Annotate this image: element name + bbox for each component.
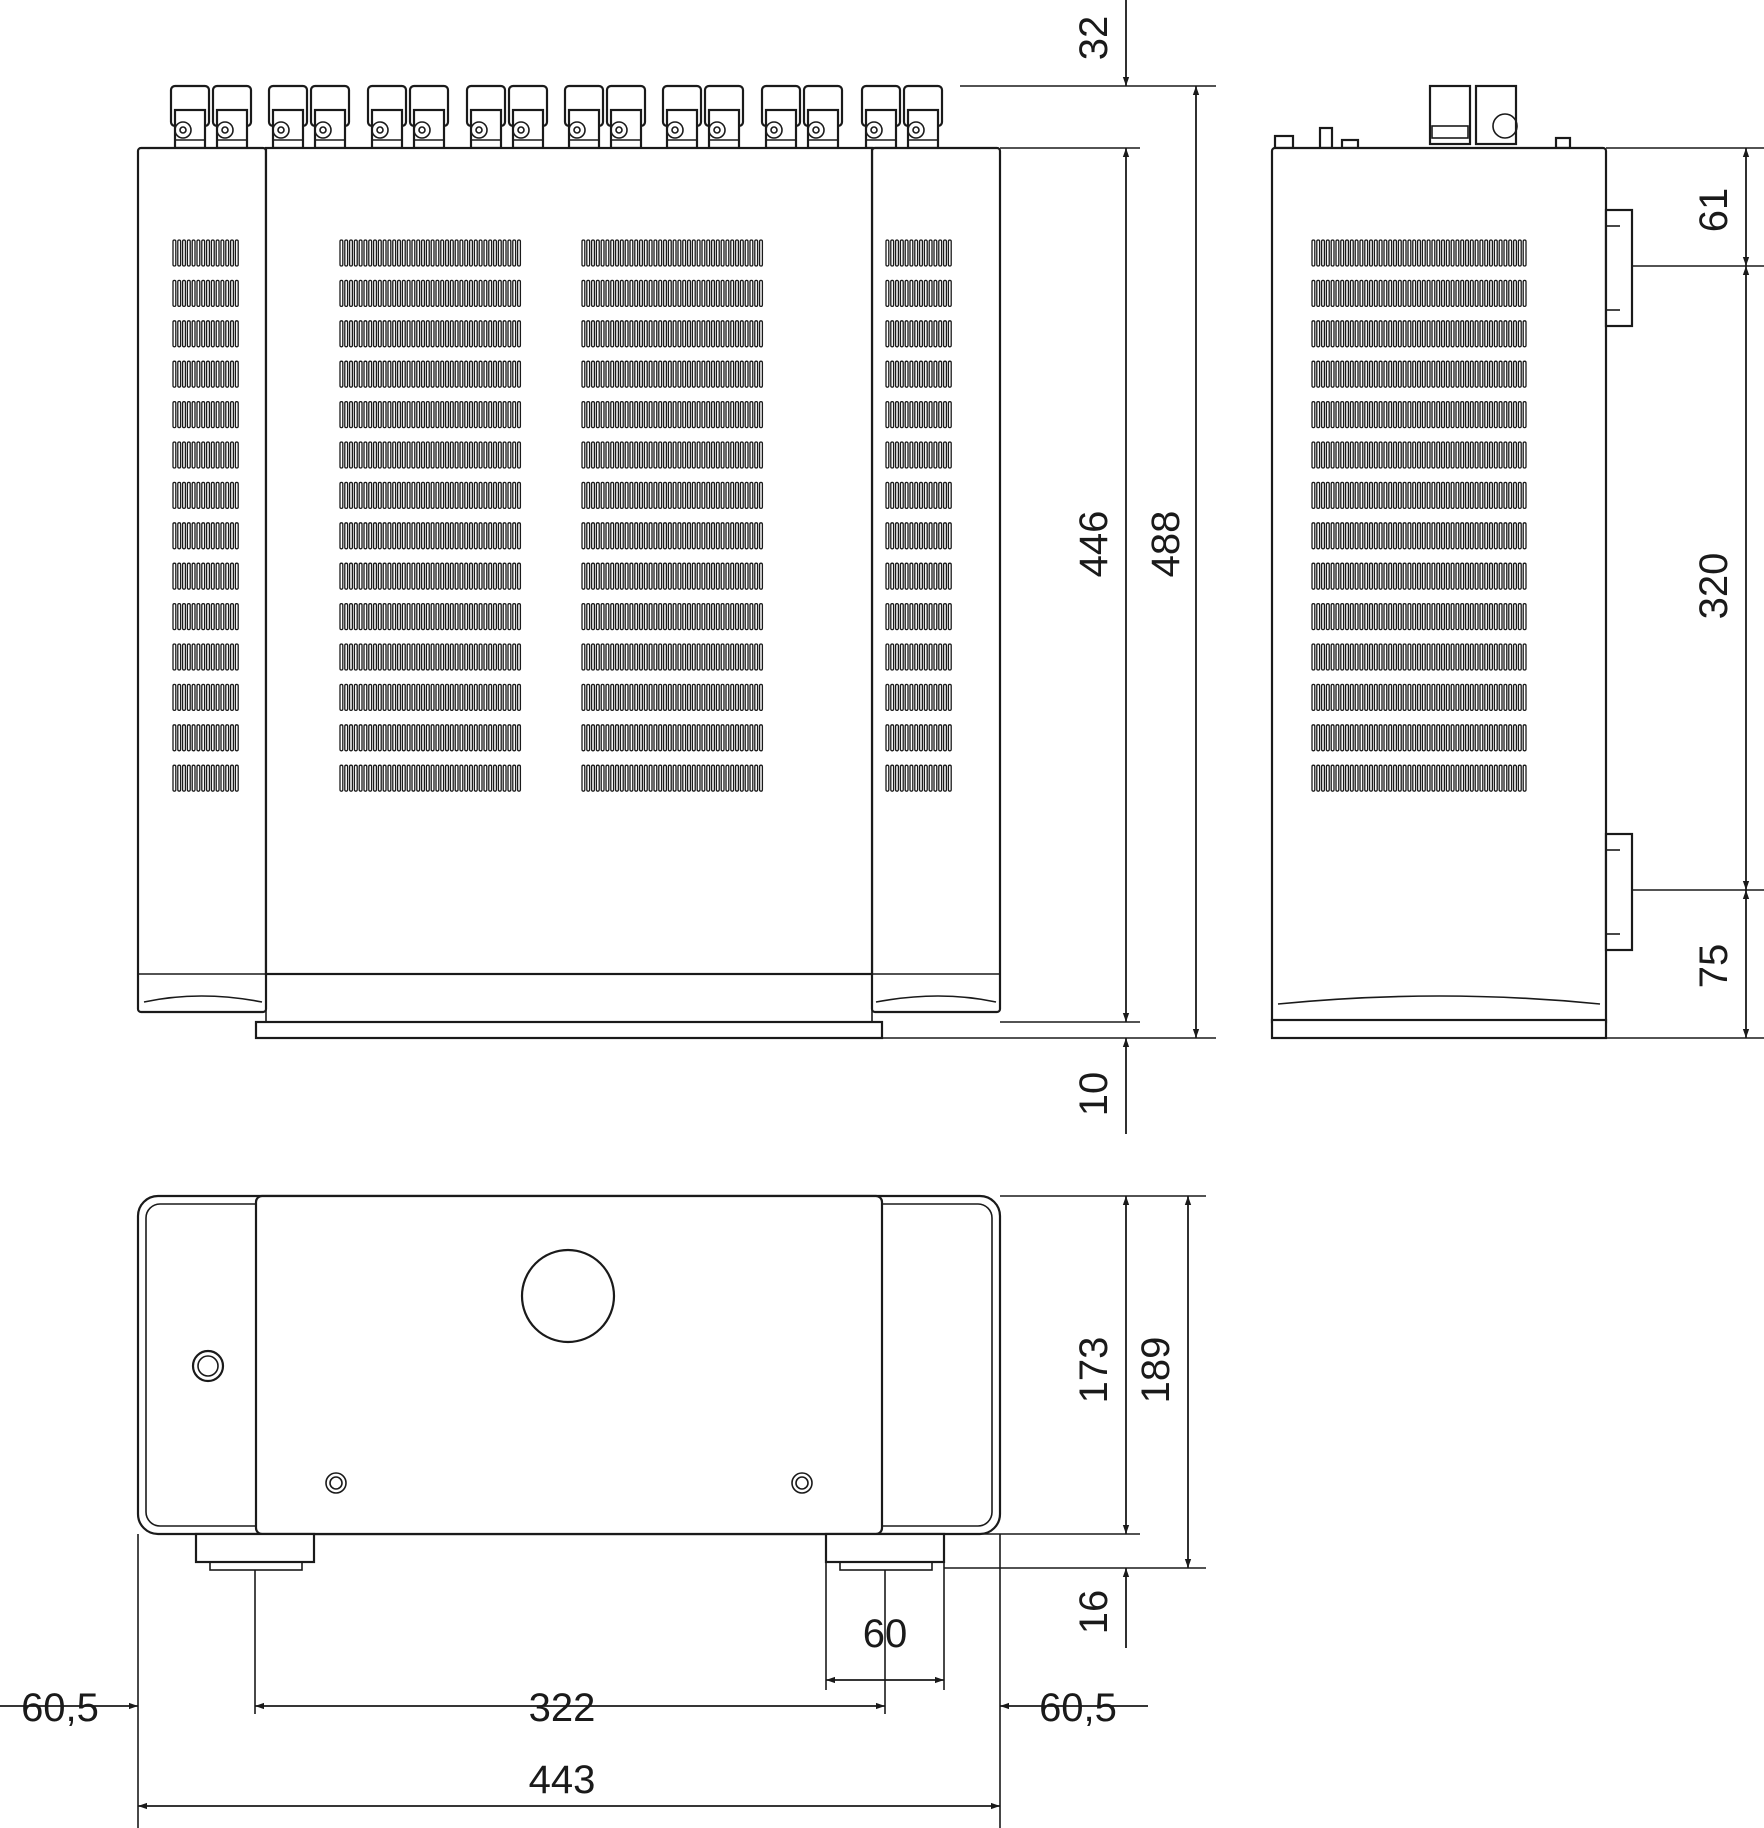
top-view — [136, 84, 1002, 1040]
dim-left-offset: 60,5 — [21, 1686, 99, 1730]
top-vent-slots — [172, 239, 952, 792]
top-center-panel — [264, 146, 874, 976]
front-left-foot — [194, 1532, 316, 1564]
dim-foot-width: 60 — [863, 1612, 908, 1656]
speaker-terminals — [169, 84, 944, 150]
dim-total-height: 189 — [1134, 1337, 1178, 1404]
dim-right-offset: 60,5 — [1039, 1686, 1117, 1730]
side-rear-foot — [1604, 208, 1634, 328]
dim-body-depth: 446 — [1072, 511, 1116, 578]
front-center-panel — [254, 1194, 884, 1536]
front-right-screw — [791, 1472, 813, 1494]
front-left-screw — [325, 1472, 347, 1494]
dim-foot-spacing: 322 — [529, 1686, 596, 1730]
front-indicator-outer — [191, 1349, 225, 1383]
dim-front-foot-offset: 10 — [1072, 1072, 1116, 1117]
side-view — [1270, 84, 1634, 1040]
dim-foot-height: 16 — [1072, 1590, 1116, 1635]
dim-body-height: 173 — [1072, 1337, 1116, 1404]
dimension-labels: 32 446 488 10 61 320 75 173 189 16 60 60… — [21, 16, 1736, 1802]
front-view — [136, 1194, 1002, 1571]
dim-total-width: 443 — [529, 1758, 596, 1802]
dim-rear-to-foot: 61 — [1692, 188, 1736, 233]
side-vent-slots — [1311, 239, 1527, 792]
dim-front-to-foot: 75 — [1692, 944, 1736, 989]
top-front-panel — [254, 1020, 884, 1040]
dim-side-foot-spacing: 320 — [1692, 553, 1736, 620]
side-front-panel — [1270, 1018, 1608, 1040]
front-power-button — [520, 1248, 616, 1344]
dim-total-depth: 488 — [1144, 511, 1188, 578]
front-right-foot — [824, 1532, 946, 1564]
side-front-foot — [1604, 832, 1634, 952]
dim-terminal-overhang: 32 — [1072, 16, 1116, 61]
